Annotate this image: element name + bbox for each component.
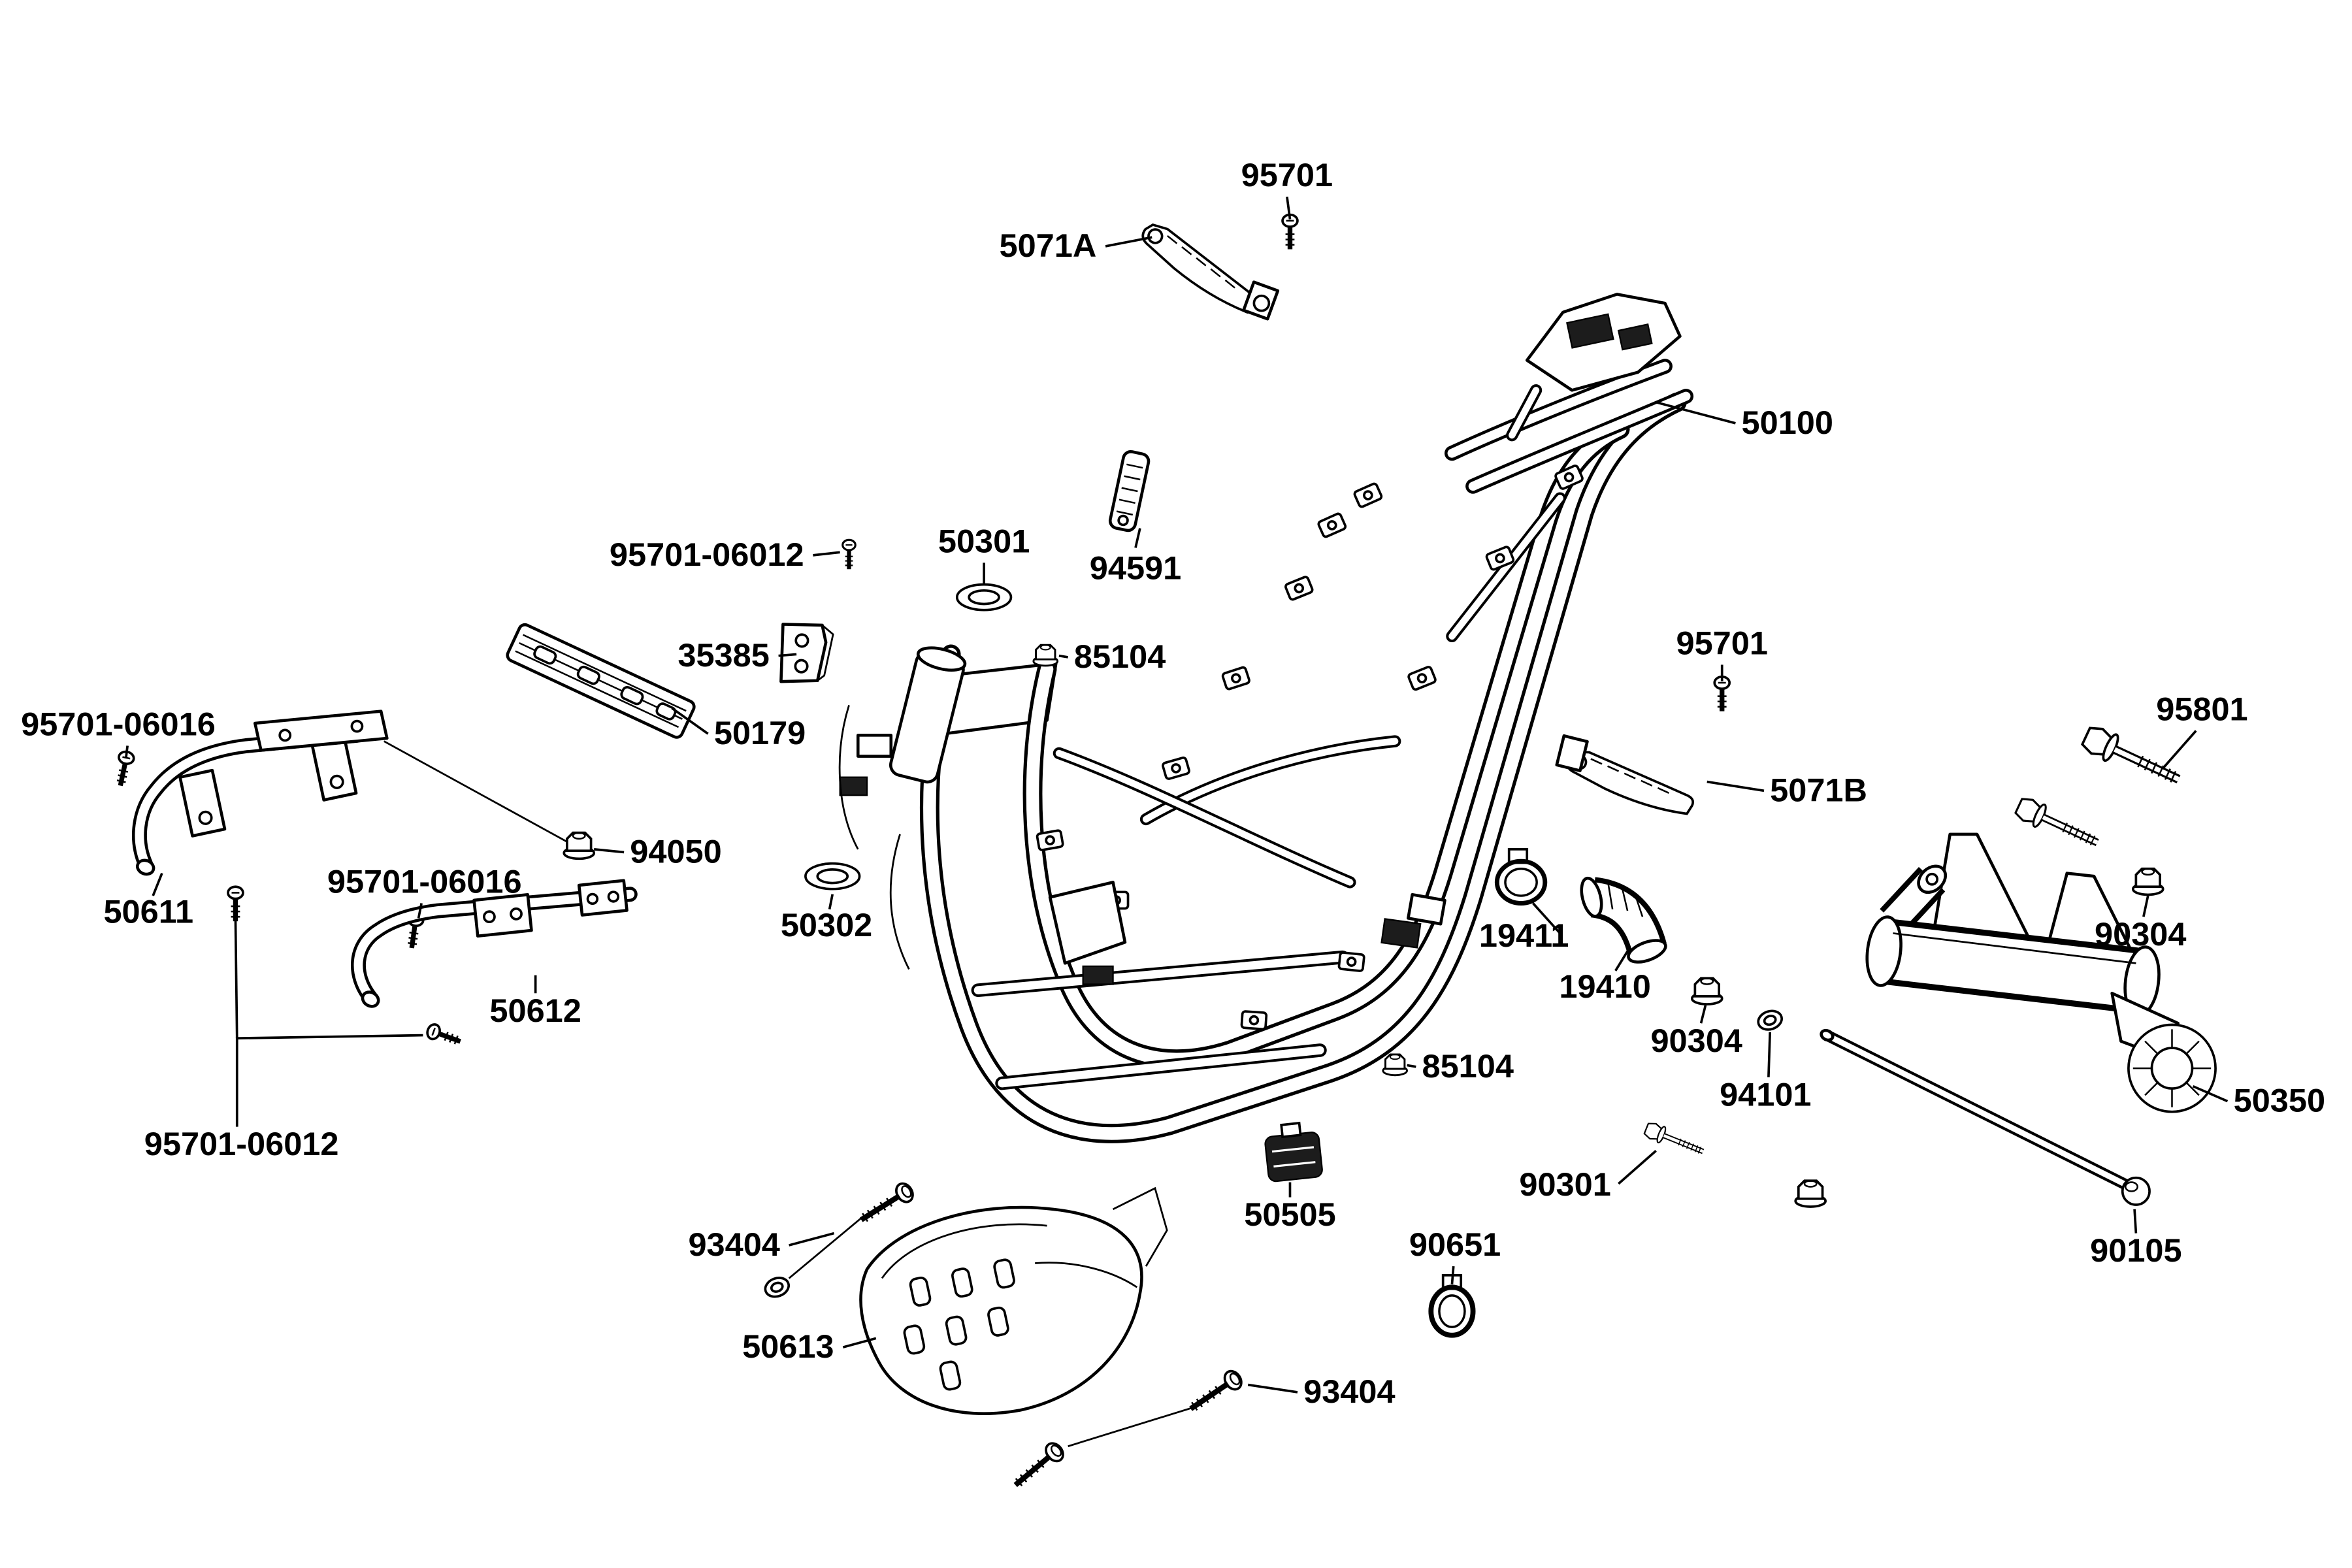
part-95701-screw-right bbox=[1714, 677, 1729, 711]
leader-line-95701-0 bbox=[1286, 196, 1292, 220]
part-label-94101-22: 94101 bbox=[1720, 1075, 1811, 1113]
part-85104-nut-bottom bbox=[1382, 1053, 1409, 1077]
part-label-50302-16: 50302 bbox=[781, 906, 872, 943]
part-label-95701-06012-3: 95701-06012 bbox=[610, 536, 804, 573]
leader-line-35385-6 bbox=[778, 653, 797, 657]
part-95801-bolts bbox=[2014, 723, 2185, 853]
part-label-95801-11: 95801 bbox=[2156, 690, 2247, 727]
part-label-19410-18: 19410 bbox=[1559, 968, 1650, 1005]
leader-line-95701-06012-3 bbox=[813, 551, 840, 557]
part-19410-duct bbox=[1580, 876, 1667, 964]
leader-line-94101-22 bbox=[1767, 1032, 1772, 1077]
part-label-90301-27: 90301 bbox=[1519, 1166, 1610, 1203]
part-label-95701-06016-8: 95701-06016 bbox=[21, 705, 216, 742]
part-label-85104-7: 85104 bbox=[1074, 638, 1166, 675]
leader-line-50179-9 bbox=[671, 707, 709, 735]
part-label-50611-15: 50611 bbox=[103, 892, 193, 930]
leader-line-85104-23 bbox=[1407, 1064, 1416, 1068]
part-95701-06016-screw-left bbox=[113, 751, 135, 787]
part-95701-06012-screw-b bbox=[425, 1022, 463, 1049]
leader-line-94591-5 bbox=[1134, 528, 1141, 548]
leader-line-90105-30 bbox=[2133, 1209, 2138, 1233]
part-label-90651-29: 90651 bbox=[1409, 1226, 1501, 1263]
leader-line-94050-13 bbox=[594, 848, 625, 854]
part-5071B-footpeg bbox=[1555, 734, 1700, 817]
part-94591-step-rubber bbox=[1108, 449, 1151, 532]
part-label-93404-32: 93404 bbox=[1303, 1373, 1395, 1410]
part-label-50613-31: 50613 bbox=[742, 1328, 834, 1365]
leader-line-50613-31 bbox=[842, 1337, 877, 1348]
part-90105-axle bbox=[1820, 1028, 2151, 1206]
part-label-5071B-12: 5071B bbox=[1770, 771, 1867, 808]
leader-line-50302-16 bbox=[828, 894, 834, 910]
leader-line-5071B-12 bbox=[1707, 780, 1765, 792]
part-50350-engine-hanger bbox=[1865, 832, 2217, 1113]
part-95701-06012-screw-a bbox=[228, 887, 243, 921]
part-label-50179-9: 50179 bbox=[714, 714, 806, 751]
part-label-5071A-1: 5071A bbox=[1000, 227, 1097, 264]
leader-line-85104-7 bbox=[1058, 654, 1068, 659]
part-label-35385-6: 35385 bbox=[678, 636, 769, 674]
leader-line-93404-32 bbox=[1247, 1383, 1298, 1394]
rear-bracket-cluster bbox=[1506, 293, 1682, 442]
leader-line-95701-06016-14 bbox=[417, 903, 423, 919]
part-50302-grommet bbox=[804, 862, 861, 890]
part-93404-screw-lower bbox=[1009, 1368, 1245, 1493]
part-label-90304-21: 90304 bbox=[1650, 1022, 1742, 1059]
part-label-50100-2: 50100 bbox=[1742, 404, 1833, 441]
part-93404-screw-upper bbox=[761, 1181, 916, 1301]
part-label-95701-0: 95701 bbox=[1241, 156, 1333, 193]
steering-head-tube bbox=[889, 646, 967, 784]
part-label-93404-28: 93404 bbox=[688, 1226, 779, 1263]
part-5071A-footpeg bbox=[1131, 218, 1280, 321]
part-label-50301-4: 50301 bbox=[938, 522, 1030, 559]
part-label-85104-23: 85104 bbox=[1422, 1047, 1514, 1085]
leader-line-95701-06012-25 bbox=[235, 1034, 423, 1127]
part-label-19411-17: 19411 bbox=[1479, 917, 1569, 954]
part-94050-nut bbox=[563, 831, 596, 860]
part-90304-nut-left bbox=[1690, 977, 1723, 1005]
part-label-94591-5: 94591 bbox=[1090, 549, 1181, 587]
leader-line-90304-19 bbox=[2142, 895, 2149, 917]
leader-line-50100-2 bbox=[1656, 400, 1736, 425]
leader-line-90651-29 bbox=[1450, 1266, 1455, 1284]
part-label-50612-20: 50612 bbox=[489, 992, 581, 1029]
leader-line-50350-24 bbox=[2192, 1085, 2229, 1103]
part-label-94050-13: 94050 bbox=[630, 833, 721, 870]
part-90304-nut-right bbox=[2131, 867, 2164, 896]
part-label-50350-24: 50350 bbox=[2234, 1082, 2325, 1119]
leader-line-50611-15 bbox=[152, 872, 163, 896]
part-label-95701-06012-25: 95701-06012 bbox=[144, 1125, 339, 1162]
leader-line-90304-21 bbox=[1699, 1005, 1707, 1024]
part-19411-clamp bbox=[1494, 848, 1548, 906]
part-50301-grommet bbox=[955, 583, 1013, 612]
part-50505-rubber-mount bbox=[1264, 1121, 1323, 1183]
part-label-90105-30: 90105 bbox=[2090, 1232, 2181, 1269]
leader-line-5071A-1 bbox=[1105, 236, 1152, 248]
part-35385-bracket bbox=[779, 623, 834, 683]
part-50611-front-bracket bbox=[132, 710, 568, 876]
part-label-95701-06016-14: 95701-06016 bbox=[327, 862, 522, 900]
leader-line-95701-06016-8 bbox=[125, 745, 129, 759]
part-label-95701-10: 95701 bbox=[1676, 624, 1767, 661]
labels-layer: 95701 5071A 50100 95701-06012 50301 94591 3538… bbox=[21, 156, 2325, 1410]
leader-line-93404-28 bbox=[789, 1232, 835, 1247]
leader-line-95801-11 bbox=[2162, 730, 2197, 770]
leader-line-19411-17 bbox=[1532, 902, 1561, 934]
frame-body-50100 bbox=[838, 293, 1694, 1143]
leader-line-19410-18 bbox=[1614, 951, 1629, 972]
part-50613-under-cover bbox=[859, 1186, 1168, 1415]
part-label-50505-26: 50505 bbox=[1244, 1196, 1335, 1233]
part-50179-floor-plate bbox=[506, 623, 696, 739]
leader-line-90301-27 bbox=[1618, 1149, 1657, 1185]
part-label-90304-19: 90304 bbox=[2095, 915, 2186, 953]
part-95701-screw-top bbox=[1282, 215, 1298, 250]
part-95701-06012-screw-top bbox=[843, 540, 856, 569]
part-94101-washer bbox=[1754, 1006, 1786, 1034]
part-90301-nut bbox=[1794, 1179, 1827, 1208]
leader-line-95701-06012-25 bbox=[234, 919, 238, 1039]
part-85104-nut-left bbox=[1032, 644, 1059, 667]
